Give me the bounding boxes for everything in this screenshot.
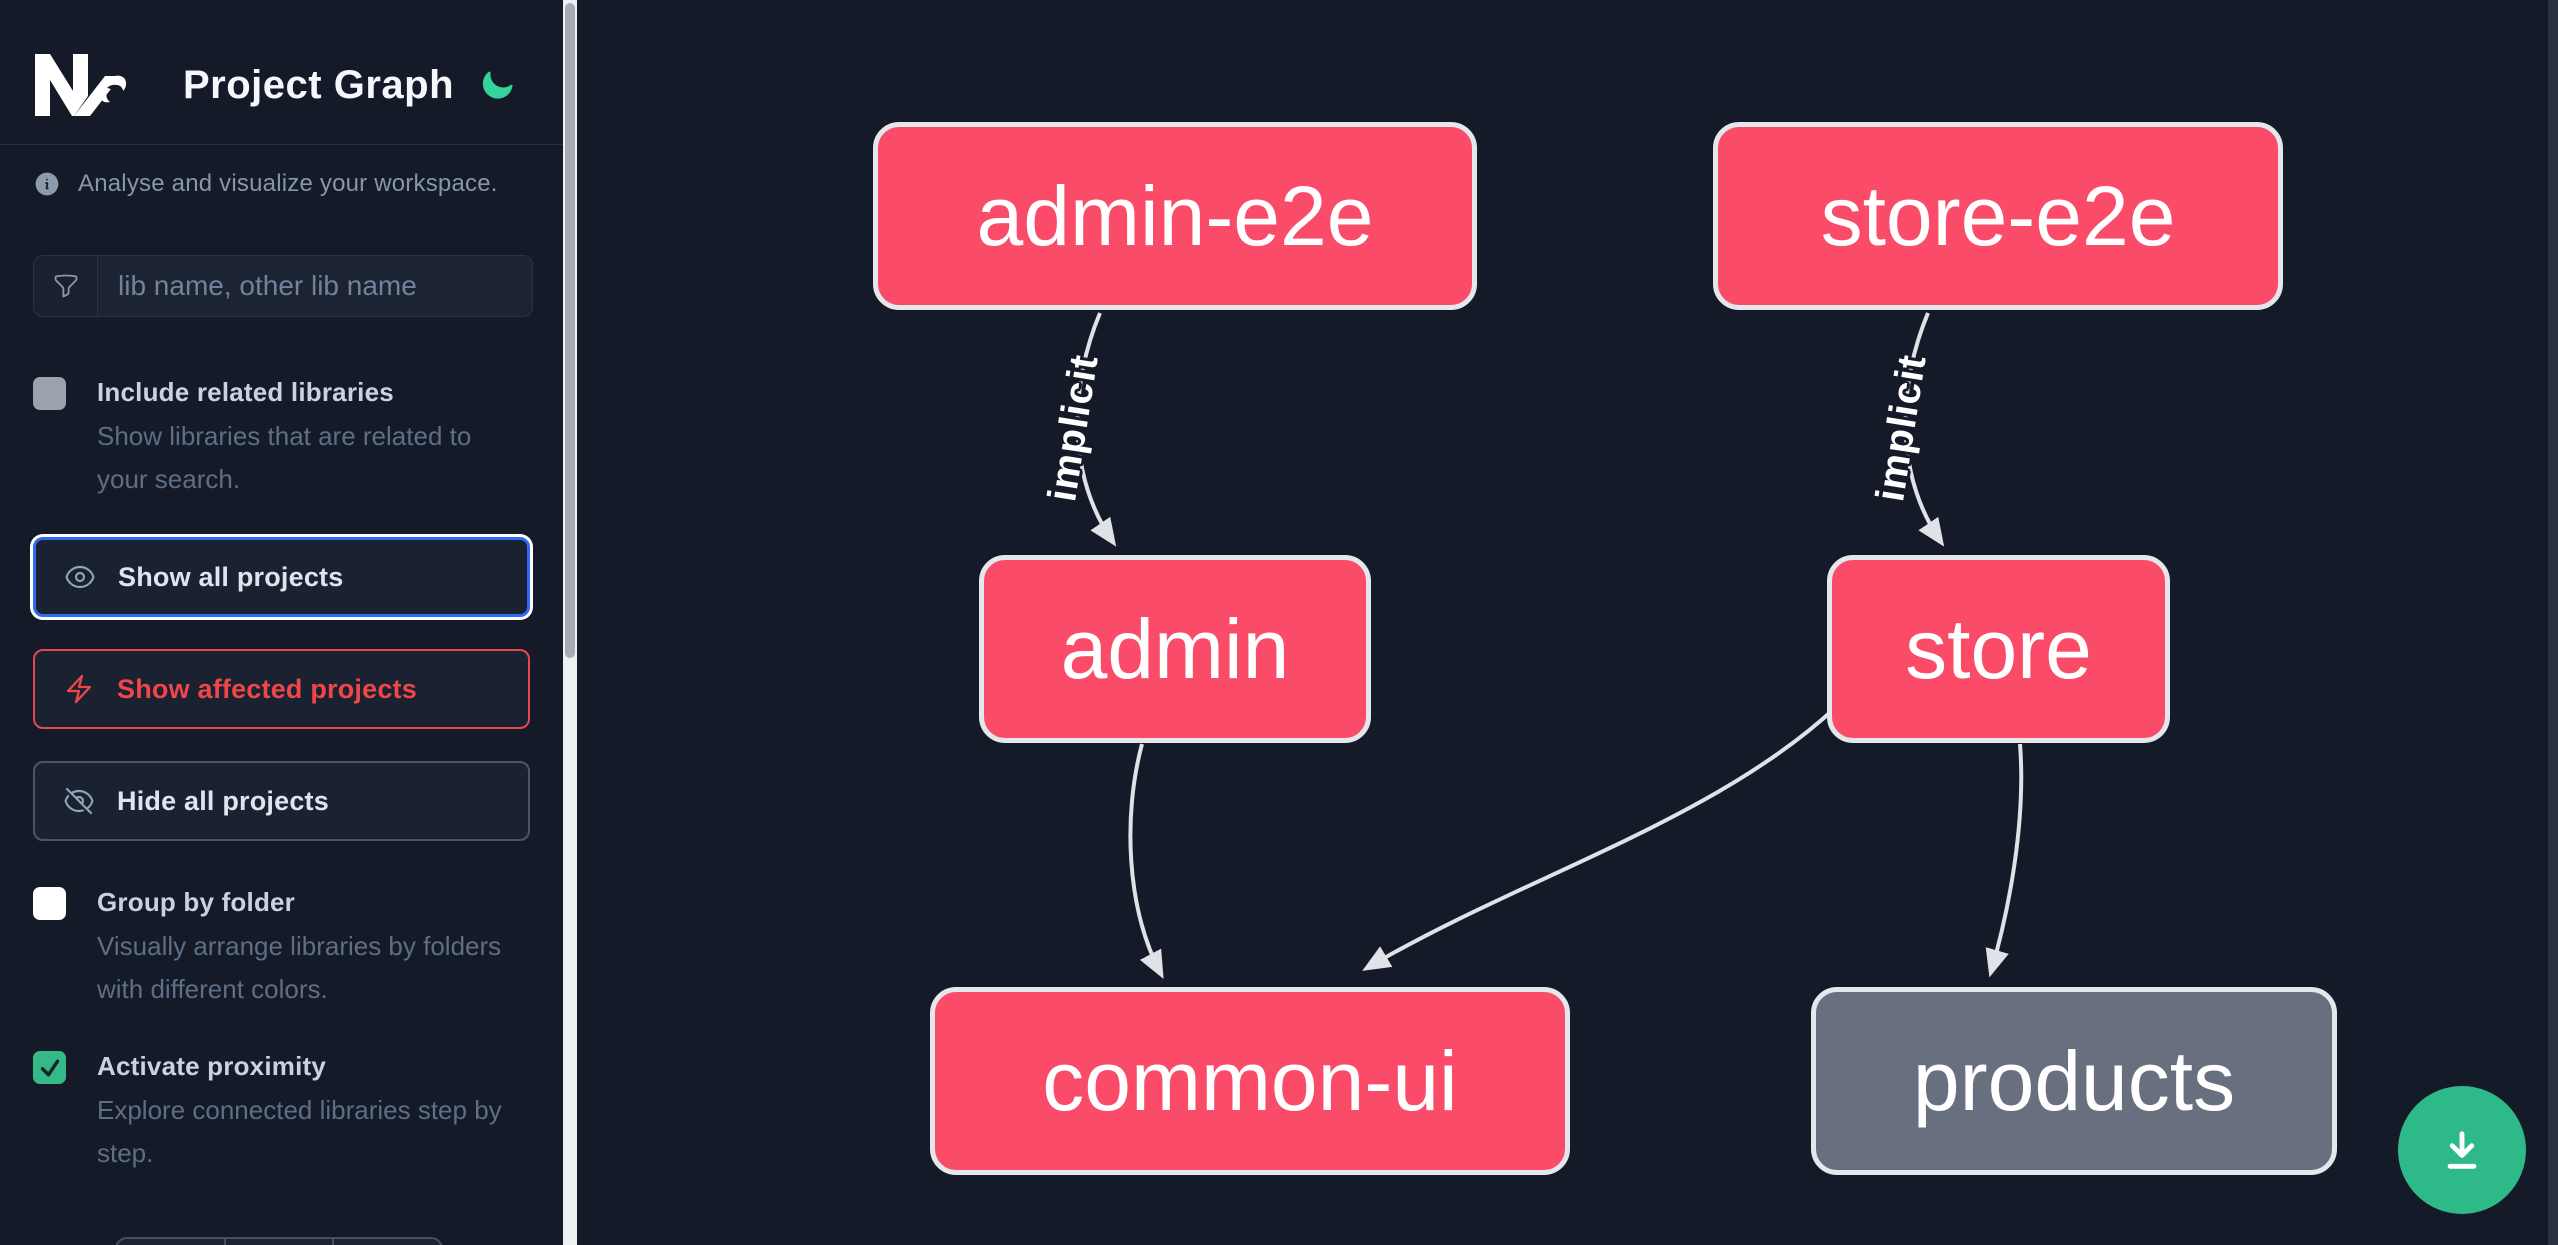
window-scrollbar[interactable] bbox=[2548, 0, 2558, 1245]
eye-icon bbox=[65, 565, 95, 589]
option-description: Show libraries that are related to your … bbox=[97, 421, 472, 494]
graph-node-products[interactable]: products bbox=[1811, 987, 2337, 1175]
hide-all-projects-label: Hide all projects bbox=[117, 785, 329, 816]
sidebar: Project Graph Analyse and visualize your… bbox=[0, 0, 563, 1245]
proximity-stepper[interactable] bbox=[115, 1237, 443, 1245]
theme-toggle-button[interactable] bbox=[477, 65, 517, 105]
download-icon bbox=[2447, 1131, 2477, 1169]
edge-store-e2e-to-store bbox=[1903, 312, 1945, 547]
bolt-icon bbox=[66, 674, 92, 704]
option-group-by-folder[interactable]: Group by folder Visually arrange librari… bbox=[0, 885, 563, 1011]
graph-node-admin[interactable]: admin bbox=[979, 555, 1371, 743]
edge-admin-to-common-ui bbox=[1128, 743, 1164, 979]
show-all-projects-button[interactable]: Show all projects bbox=[33, 537, 530, 617]
sidebar-header: Project Graph bbox=[0, 0, 563, 145]
sidebar-scrollbar[interactable] bbox=[563, 0, 577, 1245]
hide-all-projects-button[interactable]: Hide all projects bbox=[33, 761, 530, 841]
checkbox-activate-proximity[interactable] bbox=[33, 1051, 66, 1084]
search-box bbox=[33, 255, 533, 317]
show-all-projects-label: Show all projects bbox=[118, 561, 344, 592]
info-icon bbox=[35, 172, 59, 196]
show-affected-projects-button[interactable]: Show affected projects bbox=[33, 649, 530, 729]
tagline-text: Analyse and visualize your workspace. bbox=[78, 170, 498, 197]
option-description: Visually arrange libraries by folders wi… bbox=[97, 931, 502, 1004]
tagline-row: Analyse and visualize your workspace. bbox=[0, 145, 563, 198]
funnel-icon bbox=[34, 256, 98, 316]
edge-layer bbox=[1075, 312, 2024, 979]
checkbox-include-related[interactable] bbox=[33, 377, 66, 410]
page-title: Project Graph bbox=[183, 62, 455, 107]
proximity-value-segment bbox=[223, 1239, 333, 1245]
option-activate-proximity[interactable]: Activate proximity Explore connected lib… bbox=[0, 1049, 563, 1175]
project-actions: Show all projects Show affected projects… bbox=[33, 537, 530, 841]
moon-icon bbox=[482, 71, 513, 99]
show-affected-projects-label: Show affected projects bbox=[117, 673, 417, 704]
option-label: Activate proximity bbox=[97, 1051, 327, 1081]
graph-canvas[interactable]: admin-e2e store-e2e admin store common-ui pro… bbox=[577, 0, 2548, 1245]
graph-node-store-e2e[interactable]: store-e2e bbox=[1713, 122, 2283, 310]
download-graph-button[interactable] bbox=[2398, 1086, 2526, 1214]
nx-logo-icon bbox=[35, 54, 127, 116]
check-icon bbox=[40, 1059, 59, 1076]
option-label: Include related libraries bbox=[97, 377, 394, 407]
edge-admin-e2e-to-admin bbox=[1075, 312, 1117, 547]
edge-store-to-products bbox=[1985, 743, 2024, 978]
graph-node-common-ui[interactable]: common-ui bbox=[930, 987, 1570, 1175]
graph-node-admin-e2e[interactable]: admin-e2e bbox=[873, 122, 1477, 310]
proximity-decrement-segment[interactable] bbox=[117, 1239, 224, 1245]
option-label: Group by folder bbox=[97, 887, 295, 917]
checkbox-group-by-folder[interactable] bbox=[33, 887, 66, 920]
search-input[interactable] bbox=[98, 256, 532, 316]
option-description: Explore connected libraries step by step… bbox=[97, 1095, 502, 1168]
proximity-increment-segment[interactable] bbox=[332, 1239, 441, 1245]
edge-store-to-common-ui bbox=[1362, 706, 1837, 971]
graph-node-store[interactable]: store bbox=[1827, 555, 2170, 743]
eye-slash-icon bbox=[64, 787, 94, 815]
sidebar-scrollbar-thumb[interactable] bbox=[565, 3, 575, 658]
option-include-related-libraries[interactable]: Include related libraries Show libraries… bbox=[0, 375, 563, 501]
